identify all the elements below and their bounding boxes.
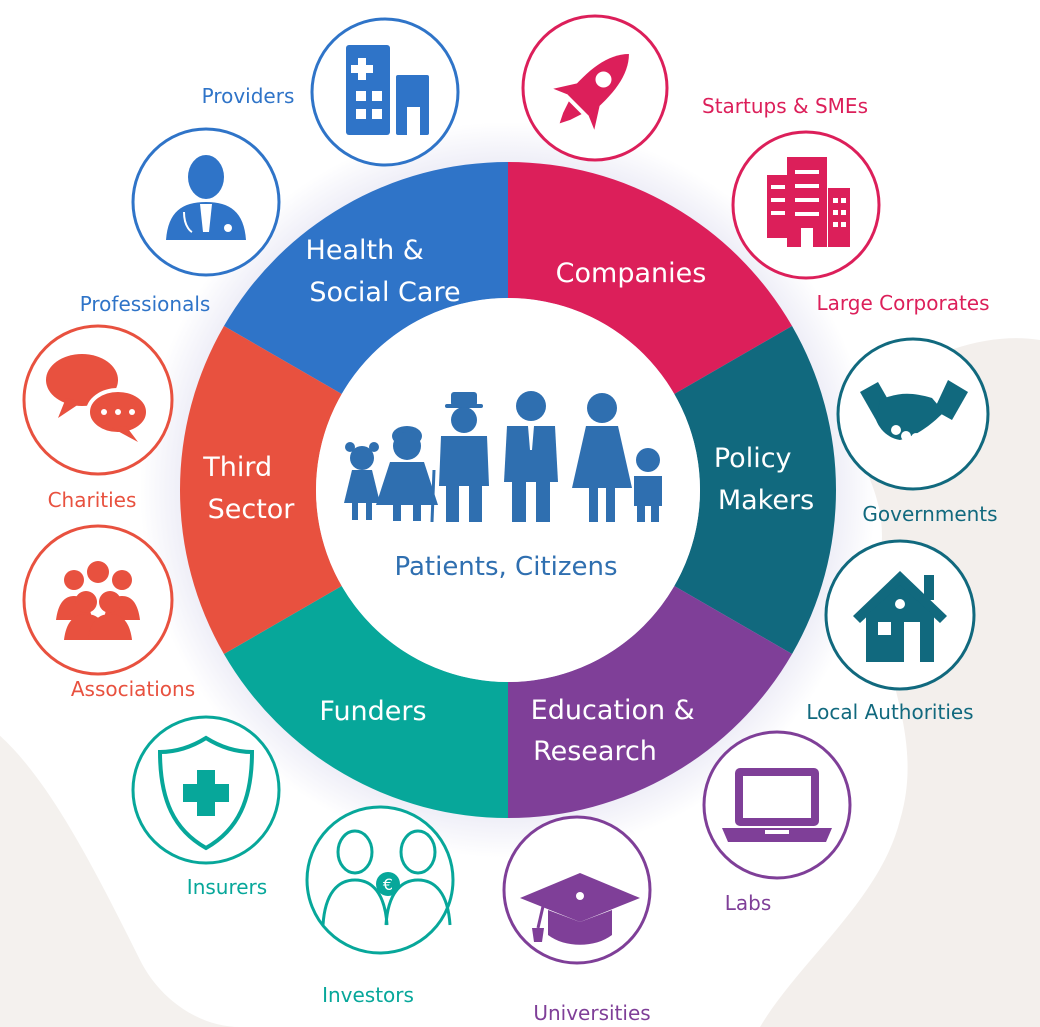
segment-health-label: Health & Social Care xyxy=(306,235,461,308)
node-providers-label: Providers xyxy=(202,84,295,108)
node-professionals[interactable]: Professionals xyxy=(80,127,281,316)
node-startups-label: Startups & SMEs xyxy=(702,94,868,118)
center-hub: Patients, Citizens xyxy=(316,298,700,682)
segment-companies-label: Companies xyxy=(556,258,707,289)
node-local-authorities-label: Local Authorities xyxy=(806,700,973,724)
office-building-icon xyxy=(767,157,850,247)
segment-funders-wedge[interactable] xyxy=(223,586,508,818)
family-icon xyxy=(344,391,662,523)
segment-health[interactable]: Health & Social Care xyxy=(223,162,508,394)
node-local-authorities[interactable]: Local Authorities xyxy=(806,539,976,724)
segment-education-wedge[interactable] xyxy=(508,586,793,818)
node-startups[interactable]: Startups & SMEs xyxy=(521,14,868,162)
segment-education-label: Education & Research xyxy=(531,695,704,767)
doctor-icon xyxy=(166,155,246,240)
segment-funders[interactable]: Funders xyxy=(223,586,508,818)
node-labs-label: Labs xyxy=(725,891,772,915)
segment-policy-wedge[interactable] xyxy=(674,326,836,654)
handshake-icon xyxy=(860,380,968,443)
segment-policy-label: Policy Makers xyxy=(714,443,814,516)
segment-companies-wedge[interactable] xyxy=(508,162,793,394)
node-large-corporates[interactable]: Large Corporates xyxy=(731,130,990,315)
node-governments-label: Governments xyxy=(862,502,997,526)
segment-third-wedge[interactable] xyxy=(179,326,342,654)
segment-funders-label: Funders xyxy=(319,696,426,727)
node-governments[interactable]: Governments xyxy=(836,337,998,526)
node-professionals-label: Professionals xyxy=(80,292,211,316)
node-associations[interactable]: Associations xyxy=(22,524,195,701)
center-label: Patients, Citizens xyxy=(394,552,617,582)
node-universities-label: Universities xyxy=(533,1001,650,1025)
stakeholder-ring: Health & Social Care Companies Policy Ma… xyxy=(179,162,836,818)
outer-nodes: Providers Professionals xyxy=(22,14,998,1025)
group-people-icon xyxy=(56,561,140,640)
segment-third[interactable]: Third Sector xyxy=(179,326,342,654)
speech-bubbles-icon xyxy=(46,354,150,442)
segment-education[interactable]: Education & Research xyxy=(508,586,793,818)
node-insurers[interactable]: Insurers xyxy=(131,715,281,899)
graduation-cap-icon xyxy=(520,873,640,945)
shield-cross-icon xyxy=(157,735,255,851)
node-charities-label: Charities xyxy=(48,488,137,512)
hospital-building-icon xyxy=(346,45,429,135)
node-investors-label: Investors xyxy=(322,983,414,1007)
investors-icon: € xyxy=(321,829,452,926)
node-investors[interactable]: € Investors xyxy=(305,805,455,1007)
node-associations-label: Associations xyxy=(71,677,195,701)
node-providers[interactable]: Providers xyxy=(202,17,460,167)
segment-policy[interactable]: Policy Makers xyxy=(674,326,836,654)
node-charities[interactable]: Charities xyxy=(22,324,174,512)
laptop-icon xyxy=(722,768,832,842)
node-large-corporates-label: Large Corporates xyxy=(816,291,989,315)
house-icon xyxy=(853,571,947,662)
rocket-icon xyxy=(553,54,629,130)
node-labs[interactable]: Labs xyxy=(702,730,852,915)
segment-health-wedge[interactable] xyxy=(223,162,508,394)
node-universities[interactable]: Universities xyxy=(502,815,652,1025)
svg-text:€: € xyxy=(383,875,393,894)
node-insurers-label: Insurers xyxy=(187,875,267,899)
segment-companies[interactable]: Companies xyxy=(508,162,793,394)
segment-third-label: Third Sector xyxy=(202,452,295,525)
